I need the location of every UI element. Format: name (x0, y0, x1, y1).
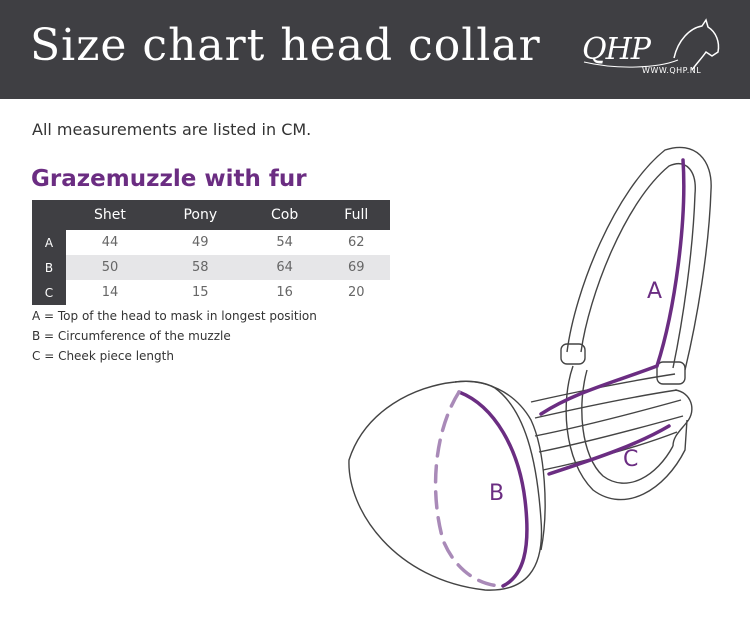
table-cell: 64 (246, 255, 323, 280)
table-row: C 14 15 16 20 (32, 280, 390, 305)
table-header-row: Shet Pony Cob Full (32, 200, 390, 230)
muzzle-basket (348, 380, 543, 591)
chin-strap (565, 365, 688, 501)
chin-strap-inner (581, 369, 674, 484)
mid-strap-lower-edge (538, 415, 684, 453)
legend: A = Top of the head to mask in longest p… (32, 306, 317, 366)
table-cell: 16 (276, 285, 293, 300)
legend-item-b: B = Circumference of the muzzle (32, 329, 231, 343)
table-cell: 62 (348, 235, 365, 250)
crown-strap (566, 146, 712, 371)
horse-head-icon (583, 18, 720, 71)
table-cell: 54 (276, 235, 293, 250)
table-cell: 15 (192, 285, 209, 300)
side-ring (560, 343, 586, 365)
measure-b-line (457, 390, 529, 588)
table-cell: 20 (348, 285, 365, 300)
column-header: Pony (153, 200, 247, 230)
table-cell: 44 (101, 235, 119, 250)
measure-c-line (547, 424, 671, 476)
buckle (656, 361, 686, 385)
row-label: C (32, 280, 66, 305)
table-row: B 50 58 64 69 (32, 255, 390, 280)
muzzle-rim (454, 380, 546, 551)
upper-strap-lower-edge (534, 389, 678, 419)
table-cell: 69 (322, 255, 390, 280)
table-cell: 58 (153, 255, 247, 280)
row-label: B (32, 255, 66, 280)
header-bar: Size chart head collar QHP WWW.QHP.NL (0, 0, 750, 99)
measure-b-dashed (433, 390, 505, 588)
measure-a-line (539, 158, 686, 416)
table-cell: 50 (66, 255, 154, 280)
product-title: Grazemuzzle with fur (31, 166, 307, 192)
crown-strap-inner (580, 163, 696, 369)
column-header (32, 200, 66, 230)
table-cell: 14 (101, 285, 119, 300)
mid-strap (534, 399, 682, 437)
diagram-label-a: A (647, 279, 662, 304)
qhp-logo: QHP WWW.QHP.NL (578, 18, 728, 88)
table-row: A 44 49 54 62 (32, 230, 390, 255)
lower-strap (542, 431, 678, 471)
row-label: A (32, 230, 66, 255)
size-table: Shet Pony Cob Full A 44 49 54 62 B 50 58… (32, 200, 390, 305)
logo-url: WWW.QHP.NL (642, 66, 702, 75)
table-cell: 49 (192, 235, 209, 250)
column-header: Cob (246, 200, 323, 230)
legend-item-a: A = Top of the head to mask in longest p… (32, 309, 317, 323)
measurement-note: All measurements are listed in CM. (32, 120, 312, 139)
legend-item-c: C = Cheek piece length (32, 349, 174, 363)
clip (672, 389, 693, 447)
page-title: Size chart head collar (30, 20, 541, 71)
diagram-label-b: B (489, 481, 504, 506)
muzzle-diagram: A B C (348, 146, 712, 591)
column-header: Shet (66, 200, 154, 230)
logo-text: QHP (582, 32, 651, 67)
diagram-label-c: C (623, 447, 638, 472)
column-header: Full (322, 200, 390, 230)
upper-strap (530, 373, 676, 403)
